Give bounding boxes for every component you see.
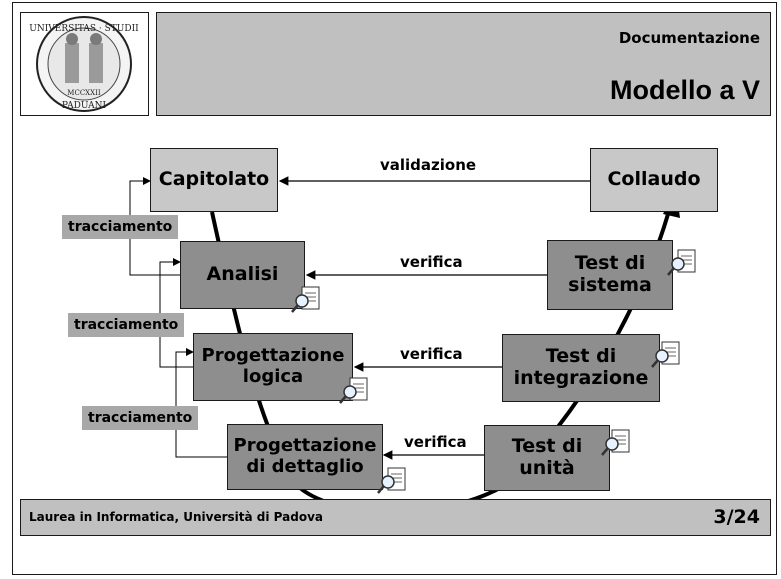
document-magnifier-icon [377, 467, 406, 494]
box-progettazione-logica-line2: logica [242, 366, 304, 387]
document-magnifier-icon [667, 249, 696, 276]
header-subtitle: Documentazione [618, 29, 760, 47]
svg-text:PADUANI: PADUANI [62, 101, 107, 111]
label-validazione: validazione [380, 156, 477, 174]
box-test-sistema: Test di sistema [547, 240, 673, 310]
label-verifica-2: verifica [400, 345, 463, 363]
box-test-integrazione-line2: integrazione [513, 367, 649, 389]
slide-frame [12, 2, 777, 575]
university-seal-logo: UNIVERSITAS · STUDII PADUANI MCCXXII [20, 12, 149, 116]
box-analisi-label: Analisi [206, 263, 279, 286]
box-test-integrazione: Test di integrazione [502, 334, 660, 402]
tag-tracciamento-1: tracciamento [62, 215, 179, 239]
box-progettazione-logica: Progettazione logica [193, 333, 353, 401]
box-test-unita: Test di unità [484, 425, 610, 491]
box-test-sistema-line2: sistema [568, 274, 652, 296]
header-bar: Documentazione Modello a V [156, 12, 771, 116]
document-magnifier-icon [339, 377, 368, 404]
label-verifica-1: verifica [400, 253, 463, 271]
document-magnifier-icon [291, 286, 320, 313]
label-verifica-3: verifica [404, 433, 467, 451]
document-magnifier-icon [601, 429, 630, 456]
box-progettazione-dettaglio-line2: di dettaglio [246, 456, 364, 477]
footer-bar: Laurea in Informatica, Università di Pad… [20, 499, 771, 536]
svg-text:MCCXXII: MCCXXII [67, 89, 101, 97]
box-collaudo-label: Collaudo [607, 168, 701, 191]
box-analisi: Analisi [180, 241, 305, 309]
box-test-unita-line2: unità [519, 457, 575, 479]
tag-tracciamento-3: tracciamento [82, 406, 199, 430]
footer-course-text: Laurea in Informatica, Università di Pad… [29, 510, 323, 524]
box-collaudo: Collaudo [590, 148, 718, 212]
box-test-unita-line1: Test di [511, 435, 583, 458]
box-progettazione-dettaglio: Progettazione di dettaglio [227, 424, 383, 490]
document-magnifier-icon [651, 341, 680, 368]
box-capitolato-label: Capitolato [158, 168, 270, 191]
box-progettazione-dettaglio-line1: Progettazione [233, 435, 377, 457]
trace-line-3 [175, 348, 227, 458]
box-progettazione-logica-line1: Progettazione [201, 345, 345, 367]
tag-tracciamento-2: tracciamento [68, 313, 185, 337]
box-test-sistema-line1: Test di [574, 252, 646, 275]
box-capitolato: Capitolato [150, 148, 278, 212]
seal-icon: UNIVERSITAS · STUDII PADUANI MCCXXII [29, 16, 139, 112]
page-title: Modello a V [609, 75, 760, 105]
box-test-integrazione-line1: Test di [545, 345, 617, 368]
page-number: 3/24 [713, 506, 760, 528]
svg-text:UNIVERSITAS · STUDII: UNIVERSITAS · STUDII [29, 24, 139, 34]
